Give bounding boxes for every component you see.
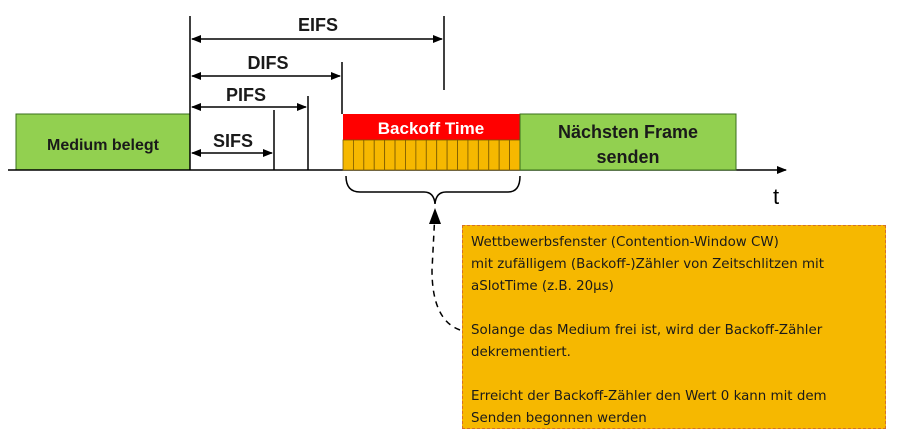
pifs-label: PIFS [226, 85, 266, 105]
backoff-slot [353, 139, 365, 171]
dashed-pointer-arrowhead [429, 208, 441, 224]
backoff-time-label: Backoff Time [378, 119, 484, 138]
backoff-slot [488, 139, 500, 171]
dashed-pointer-arrow [431, 211, 461, 331]
backoff-slot [415, 139, 427, 171]
contention-window-note: Wettbewerbsfenster (Contention-Window CW… [462, 225, 886, 429]
backoff-time-bar [343, 114, 520, 140]
backoff-slot [373, 139, 386, 171]
difs-label: DIFS [247, 53, 288, 73]
backoff-slot [394, 139, 406, 171]
time-axis-label: t [773, 184, 779, 209]
note-para3-line2: Senden begonnen werden [471, 411, 647, 426]
note-para2-line2: dekrementiert. [471, 345, 571, 360]
medium-busy-label: Medium belegt [47, 137, 160, 154]
backoff-slot [384, 139, 396, 171]
backoff-slot [405, 139, 417, 171]
backoff-slots [342, 139, 521, 171]
backoff-slot [498, 139, 510, 171]
backoff-slot [477, 139, 490, 171]
note-para1-line3: aSlotTime (z.B. 20µs) [471, 279, 614, 294]
contention-window-brace [345, 175, 521, 205]
medium-busy-box [15, 113, 191, 171]
note-para1-line2: mit zufälligem (Backoff-)Zähler von Zeit… [471, 257, 825, 272]
eifs-label: EIFS [298, 15, 338, 35]
backoff-slot [436, 139, 448, 171]
next-frame-label-line2: senden [596, 147, 659, 167]
next-frame-label-line1: Nächsten Frame [558, 122, 698, 142]
next-frame-box [519, 113, 737, 171]
note-para3-line1: Erreicht der Backoff-Zähler den Wert 0 k… [471, 389, 827, 404]
note-para2-line1: Solange das Medium frei ist, wird der Ba… [471, 323, 823, 338]
note-para1-line1: Wettbewerbsfenster (Contention-Window CW… [471, 235, 779, 250]
backoff-slot [425, 139, 438, 171]
sifs-label: SIFS [213, 131, 253, 151]
backoff-slot [446, 139, 458, 171]
backoff-slot [467, 139, 479, 171]
backoff-slot [363, 139, 375, 171]
backoff-slot [457, 139, 469, 171]
backoff-slot [509, 139, 521, 171]
backoff-slot [342, 139, 354, 171]
